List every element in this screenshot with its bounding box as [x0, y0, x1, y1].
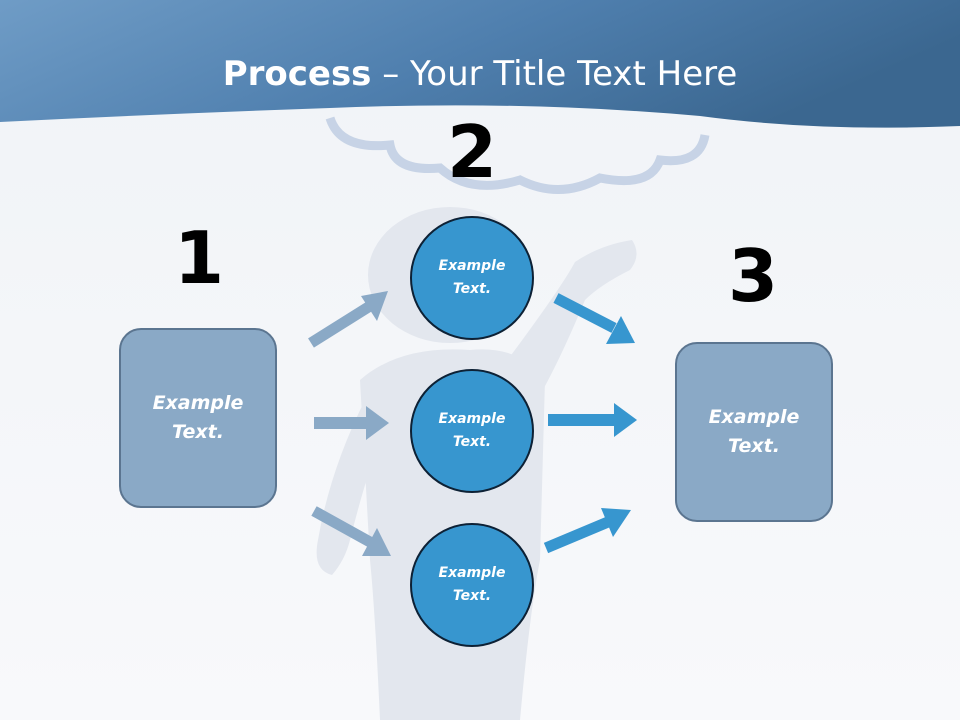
title-bold: Process [222, 54, 372, 94]
arrow-upper-right [553, 293, 635, 344]
slide-title: Process – Your Title Text Here [0, 52, 960, 96]
circle-bottom-line1: Example [438, 565, 506, 581]
circle-center-line2: Text. [452, 434, 492, 450]
right-box-line1: Example [708, 406, 800, 428]
circle-top-line1: Example [438, 258, 506, 274]
arrow-middle-left [314, 406, 389, 440]
left-box-line1: Example [152, 392, 244, 414]
left-box-line2: Text. [172, 421, 224, 443]
middle-circle-bottom: Example Text. [410, 523, 534, 647]
step-number-1: 1 [173, 216, 225, 300]
arrow-lower-left [311, 506, 391, 556]
step-number-3: 3 [727, 234, 779, 318]
header-banner [0, 0, 960, 128]
arrow-upper-left [308, 291, 388, 348]
circle-top-line2: Text. [452, 281, 492, 297]
left-step-box: Example Text. [119, 328, 277, 508]
step-number-2: 2 [446, 110, 498, 194]
arrow-middle-right [548, 403, 637, 437]
arrow-lower-right [543, 508, 631, 554]
title-rest: – Your Title Text Here [371, 54, 738, 94]
middle-circle-center: Example Text. [410, 369, 534, 493]
circle-center-line1: Example [438, 411, 506, 427]
right-step-box: Example Text. [675, 342, 833, 522]
thought-cloud [325, 116, 710, 194]
circle-bottom-line2: Text. [452, 588, 492, 604]
middle-circle-top: Example Text. [410, 216, 534, 340]
right-box-line2: Text. [728, 435, 780, 457]
